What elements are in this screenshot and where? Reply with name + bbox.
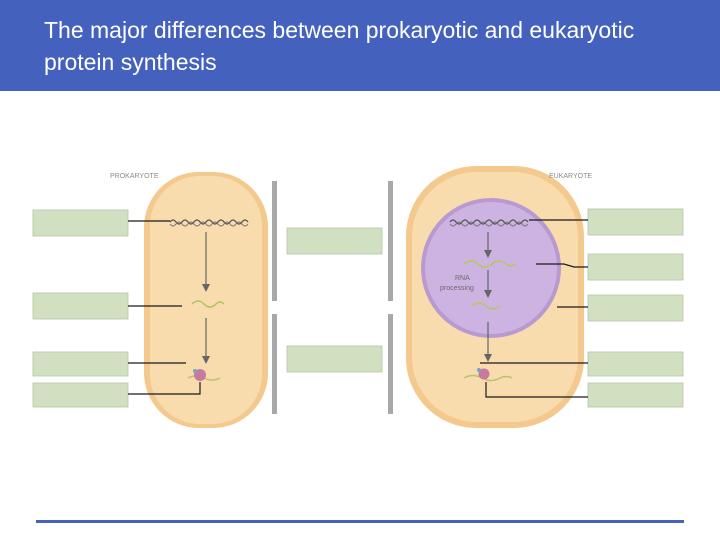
leader-line-p4 <box>128 382 201 395</box>
eukaryote-pre-mrna <box>463 260 517 268</box>
divider-left-bottom <box>272 314 277 414</box>
eukaryote-dna-strand-2 <box>449 221 529 227</box>
eukaryote-arrowhead-3 <box>484 354 492 362</box>
prokaryote-label-box-1 <box>32 209 129 237</box>
eukaryote-arrowhead-2 <box>484 290 492 298</box>
divider-right-bottom <box>388 314 393 414</box>
prokaryote-mrna <box>191 300 225 308</box>
slide-title: The major differences between prokaryoti… <box>44 17 635 75</box>
footer-rule <box>36 520 684 523</box>
eukaryote-nucleus <box>425 202 557 334</box>
prokaryote-arrowhead-1 <box>202 284 210 292</box>
prokaryote-label-box-3 <box>32 351 129 377</box>
eukaryote-dna-strand <box>449 219 529 225</box>
eukaryote-ribosome <box>478 368 490 380</box>
eukaryote-arrowhead-1 <box>484 250 492 258</box>
eukaryote-mature-mrna <box>471 302 501 310</box>
divider-left-top <box>272 181 277 301</box>
leader-line-e2 <box>536 263 588 268</box>
eukaryote-mrna-translating <box>463 374 513 382</box>
eukaryote-label-box-1 <box>587 208 684 236</box>
eukaryote-label: EUKARYOTE <box>549 173 592 180</box>
prokaryote-cell <box>144 172 268 428</box>
eukaryote-cell <box>406 166 584 428</box>
prokaryote-cytoplasm <box>150 176 262 424</box>
prokaryote-dna-strand-2 <box>169 221 249 227</box>
prokaryote-dna-strand <box>169 219 249 225</box>
rna-processing-label-2: processing <box>440 285 474 292</box>
eukaryote-label-box-2 <box>587 253 684 281</box>
prokaryote-label: PROKARYOTE <box>110 173 159 180</box>
prokaryote-arrowhead-2 <box>202 356 210 364</box>
title-bar: The major differences between prokaryoti… <box>0 0 720 91</box>
prokaryote-ribosome <box>194 369 206 381</box>
eukaryote-label-box-3 <box>587 294 684 322</box>
leader-line-e5 <box>485 382 588 398</box>
eukaryote-label-box-4 <box>587 351 684 377</box>
rna-processing-label-1: RNA <box>455 275 470 282</box>
eukaryote-label-box-5 <box>587 382 684 408</box>
prokaryote-label-box-2 <box>32 292 129 320</box>
comparison-box-transcription <box>286 227 383 255</box>
prokaryote-trna <box>193 369 197 373</box>
protein-synthesis-diagram: PROKARYOTE EUKARYOTE RNA processing <box>24 156 698 428</box>
figure-background <box>24 156 698 428</box>
divider-right-top <box>388 181 393 301</box>
comparison-box-translation <box>286 345 383 373</box>
eukaryote-trna <box>477 368 481 372</box>
prokaryote-label-box-4 <box>32 382 129 408</box>
